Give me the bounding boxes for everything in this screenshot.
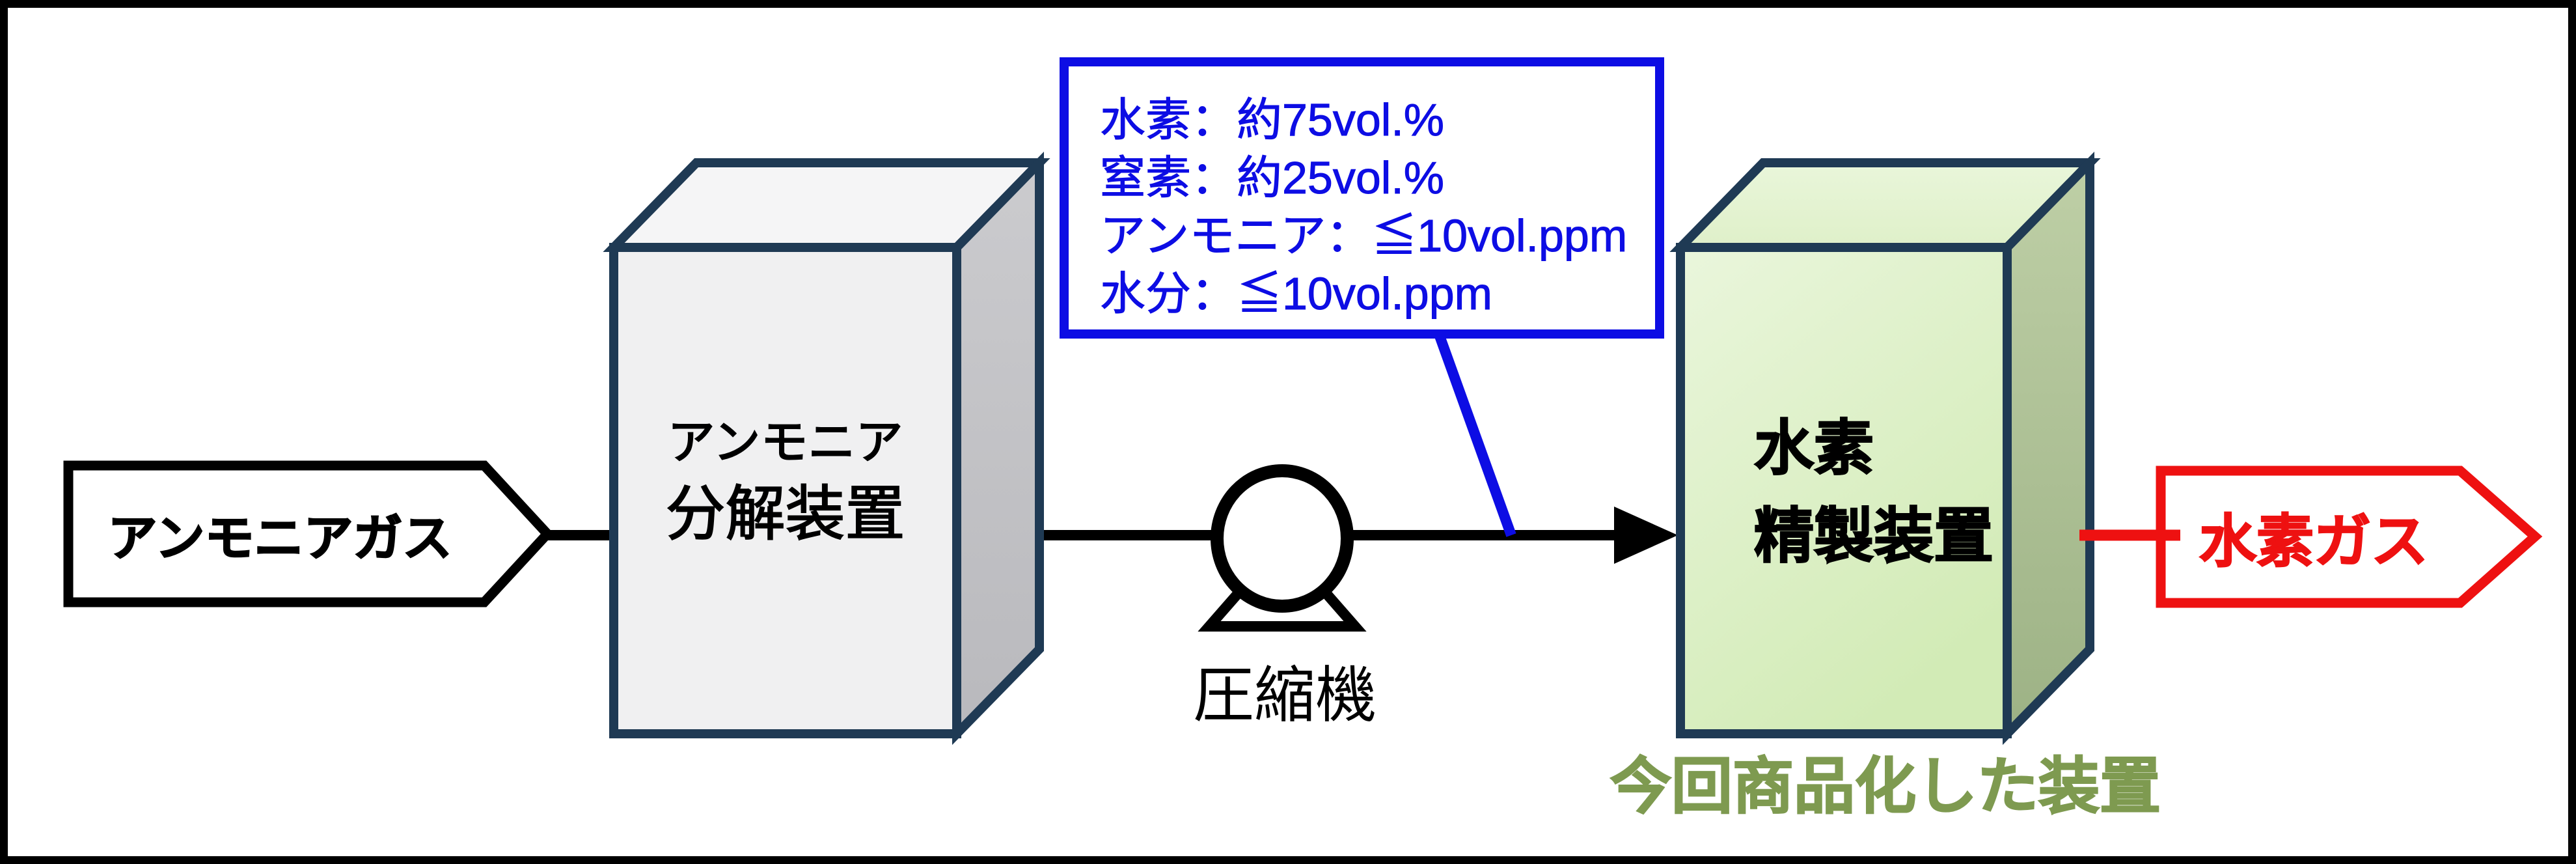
- callout-box: [1060, 57, 1664, 339]
- decomposition-box-side: [952, 151, 1044, 746]
- callout-connector: [1432, 327, 1516, 537]
- callout-line-2: 窒素：約25vol.%: [1099, 152, 1445, 204]
- callout-text: 水素：約75vol.% 窒素：約25vol.% アンモニア：≦10vol.ppm…: [1099, 91, 1628, 323]
- flow-arrowhead: [1614, 507, 1678, 564]
- decomposition-label: アンモニア 分解装置: [614, 407, 957, 550]
- purification-box-front: [1676, 243, 2012, 738]
- callout-line-3: アンモニア：≦10vol.ppm: [1099, 210, 1628, 262]
- decomposition-box-front: [609, 243, 961, 738]
- ammonia-gas-label: アンモニアガス: [107, 510, 453, 567]
- compressor-symbol: [1198, 464, 1367, 632]
- callout-line-1: 水素：約75vol.%: [1099, 94, 1445, 146]
- callout-line-4: 水分：≦10vol.ppm: [1099, 268, 1492, 320]
- purification-box: [1669, 151, 2101, 746]
- purification-label-line2: 精製装置: [1753, 503, 1994, 570]
- compressor-circle: [1211, 464, 1354, 613]
- ammonia-gas-arrow-shape: [63, 460, 555, 607]
- compressor-label: 圧縮機: [1192, 661, 1377, 729]
- hydrogen-gas-label: 水素ガス: [2199, 509, 2429, 574]
- decomposition-label-line1: アンモニア: [666, 415, 903, 469]
- hydrogen-gas-arrow-shape: [2156, 466, 2543, 608]
- decomposition-box: [603, 151, 1050, 746]
- caption-label: 今回商品化した装置: [1610, 751, 2161, 821]
- purification-label: 水素 精製装置: [1753, 405, 2092, 581]
- purification-label-line1: 水素: [1753, 415, 1874, 482]
- decomposition-label-line2: 分解装置: [665, 481, 905, 548]
